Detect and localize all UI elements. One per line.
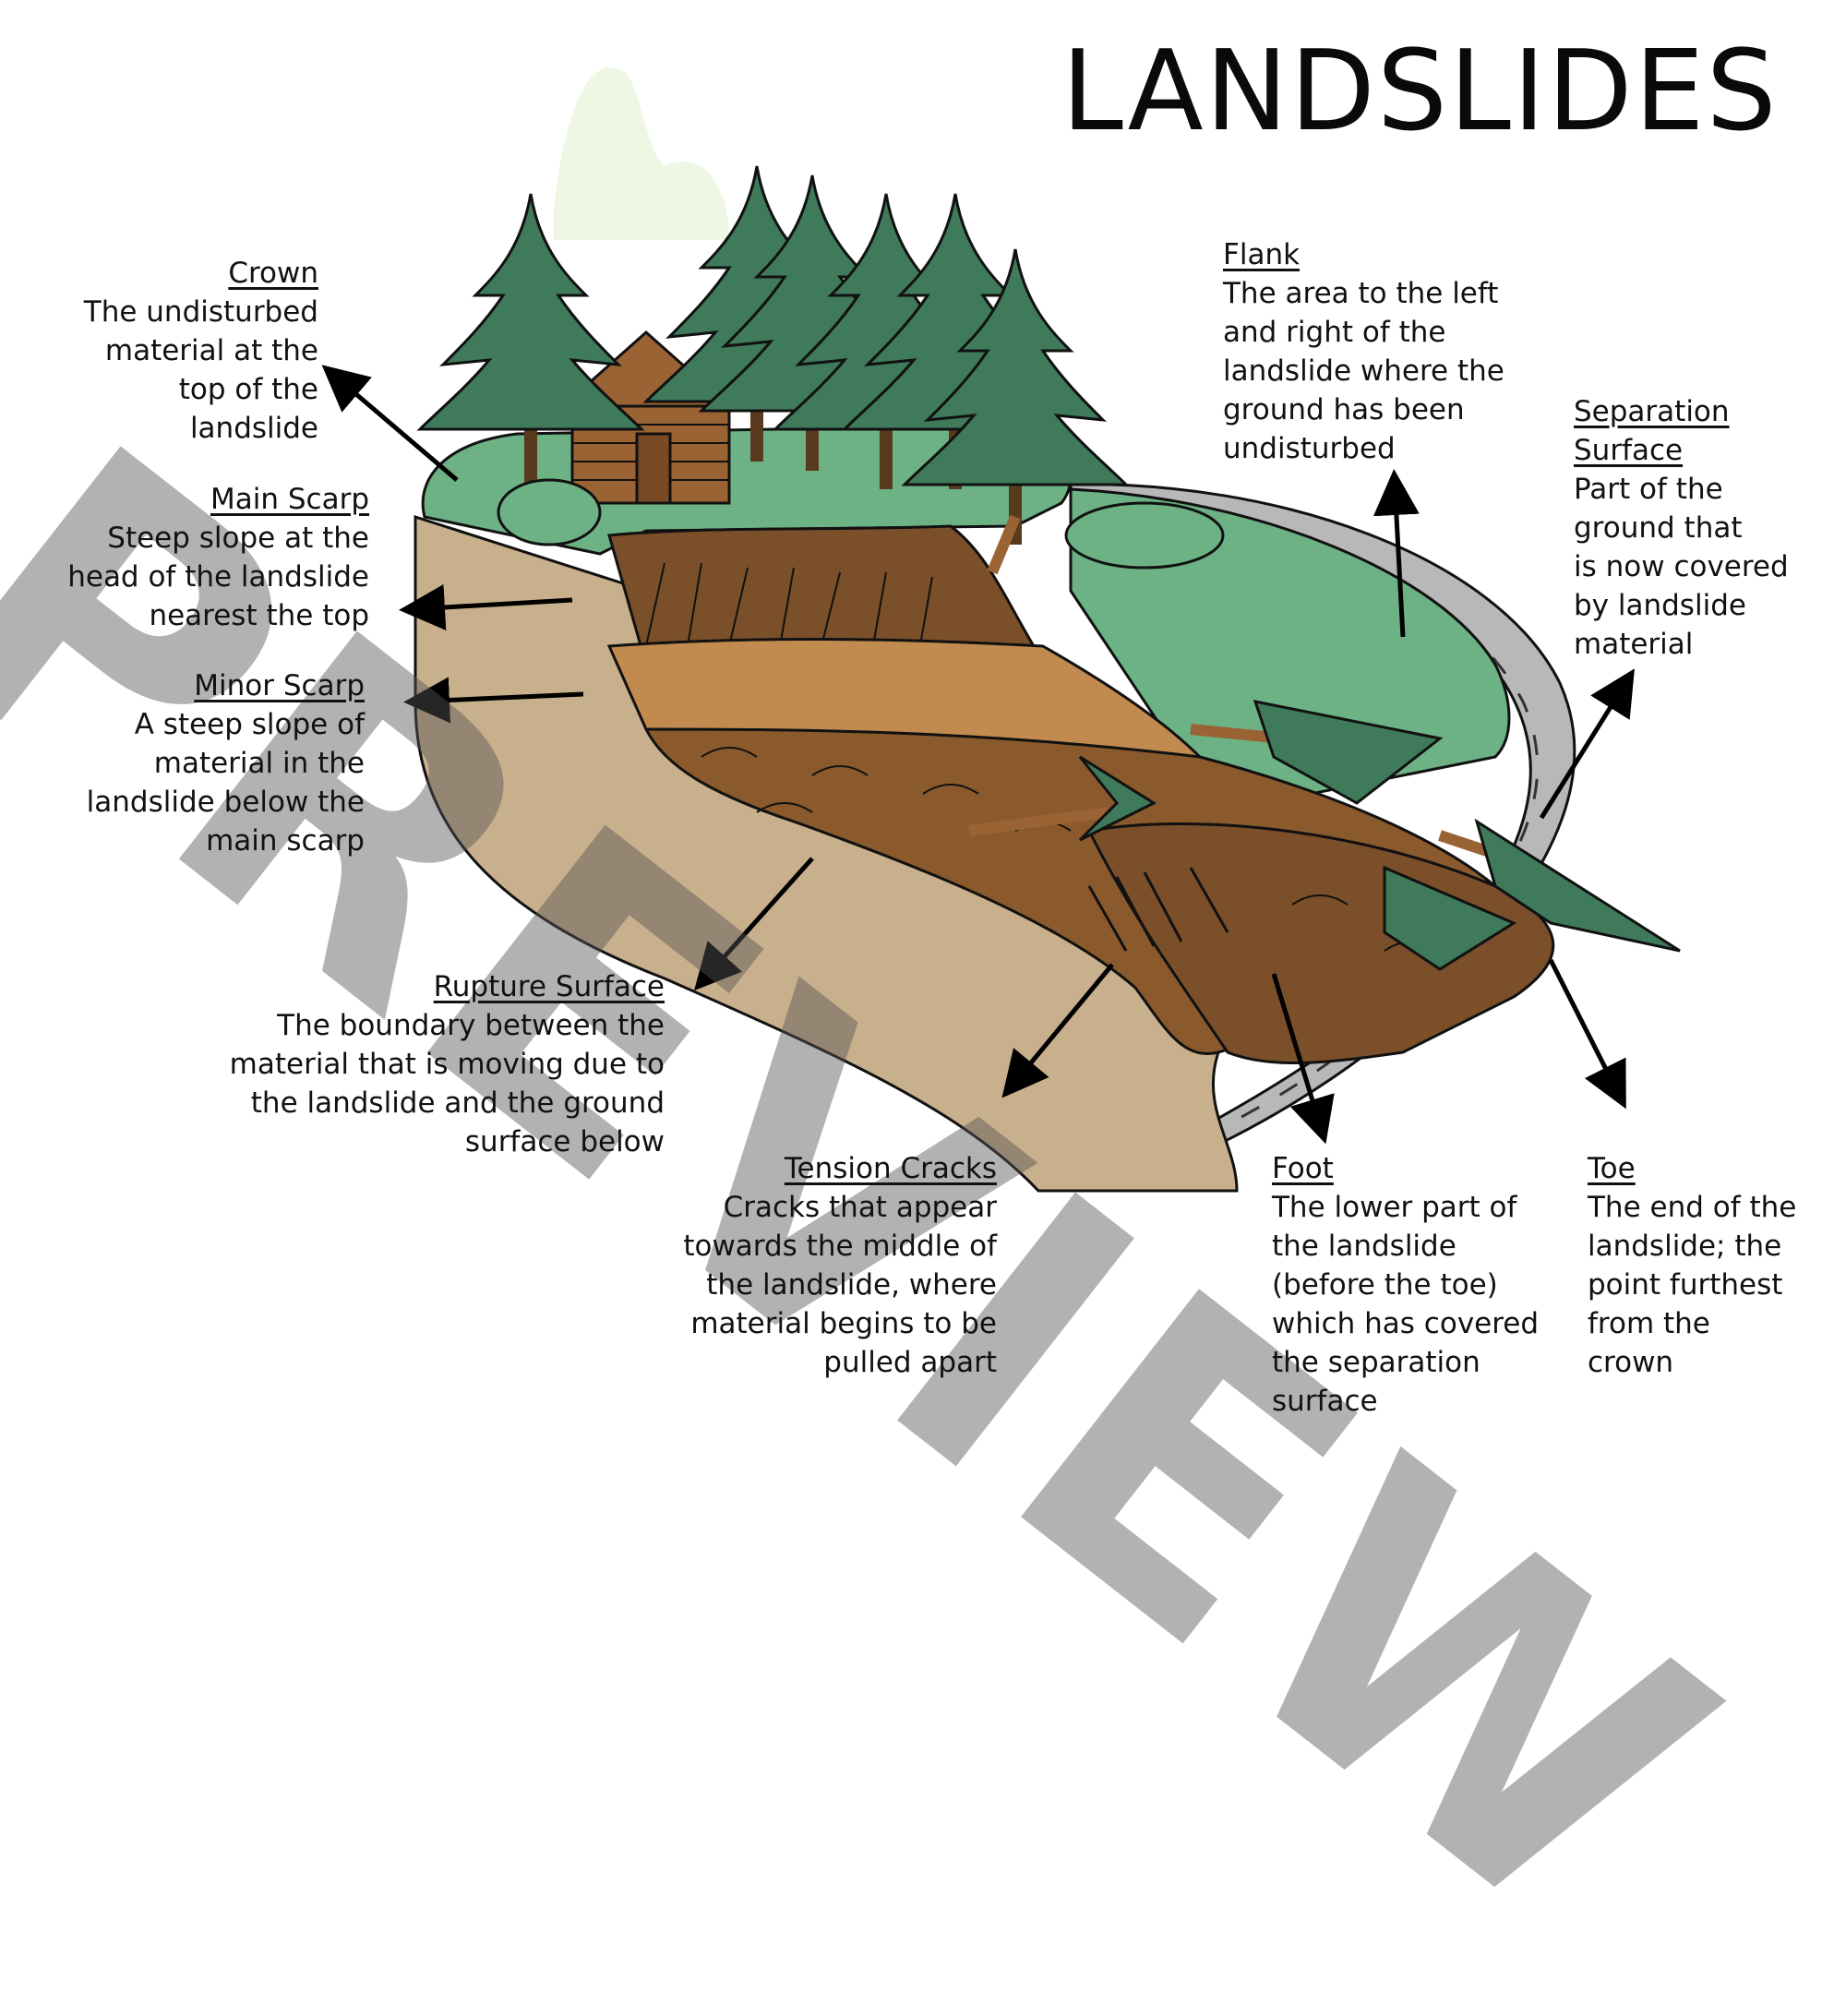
- background-hill: [554, 67, 729, 240]
- flank-heading: Flank: [1223, 238, 1301, 271]
- landslide-illustration: [321, 67, 1681, 1193]
- bush: [497, 478, 602, 546]
- bush: [1064, 501, 1225, 570]
- separation-surface-description: Part of the ground that is now covered b…: [1574, 473, 1789, 661]
- foot-description: The lower part of the landslide (before …: [1272, 1191, 1540, 1418]
- rupture-surface-heading: Rupture Surface: [433, 970, 665, 1003]
- foot-arrow: [1271, 973, 1335, 1145]
- separation-surface-heading: Separation Surface: [1574, 395, 1730, 467]
- minor-scarp-heading: Minor Scarp: [194, 669, 365, 702]
- main-scarp-label: Main Scarp Steep slope at the head of th…: [18, 480, 369, 635]
- tension-cracks-label: Tension Cracks Cracks that appear toward…: [637, 1149, 997, 1382]
- separation-surface-label: Separation Surface Part of the ground th…: [1574, 392, 1841, 664]
- fallen-trees: [968, 514, 1681, 971]
- main-scarp-description: Steep slope at the head of the landslide…: [67, 522, 369, 632]
- flank-arrow: [1373, 469, 1420, 638]
- foot-heading: Foot: [1272, 1152, 1334, 1185]
- tension-cracks-arrow: [1001, 963, 1114, 1098]
- foot-toe: [1086, 822, 1555, 1065]
- leader-arrows: [321, 365, 1635, 1145]
- crown-arrow: [321, 365, 459, 482]
- toe-arrow: [1548, 958, 1626, 1110]
- page-title: LANDSLIDES: [1061, 28, 1779, 156]
- tension-cracks-description: Cracks that appear towards the middle of…: [683, 1191, 997, 1379]
- scarp-grooves: [645, 562, 933, 656]
- rupture-surface-arrow: [694, 857, 814, 991]
- crown-label: Crown The undisturbed material at the to…: [37, 254, 318, 448]
- flank-description: The area to the left and right of the la…: [1223, 277, 1504, 465]
- foot-label: Foot The lower part of the landslide (be…: [1272, 1149, 1567, 1421]
- toe-description: The end of the landslide; the point furt…: [1588, 1191, 1797, 1379]
- minor-scarp-slump: [606, 638, 1204, 759]
- minor-scarp-label: Minor Scarp A steep slope of material in…: [37, 666, 365, 860]
- tension-cracks-heading: Tension Cracks: [784, 1152, 997, 1185]
- flank-label: Flank The area to the left and right of …: [1223, 235, 1564, 468]
- minor-scarp-description: A steep slope of material in the landsli…: [86, 708, 365, 858]
- crown-heading: Crown: [228, 257, 318, 290]
- crown-description: The undisturbed material at the top of t…: [83, 295, 318, 445]
- main-scarp-arrow: [399, 584, 573, 630]
- tension-crack-lines: [1087, 867, 1229, 952]
- toe-label: Toe The end of the landslide; the point …: [1588, 1149, 1837, 1382]
- rupture-surface-description: The boundary between the material that i…: [229, 1009, 665, 1158]
- main-scarp-heading: Main Scarp: [210, 483, 369, 516]
- minor-scarp-arrow: [403, 677, 584, 724]
- rupture-surface-label: Rupture Surface The boundary between the…: [166, 967, 665, 1161]
- toe-heading: Toe: [1588, 1152, 1636, 1185]
- separation-surface-arrow: [1539, 668, 1635, 820]
